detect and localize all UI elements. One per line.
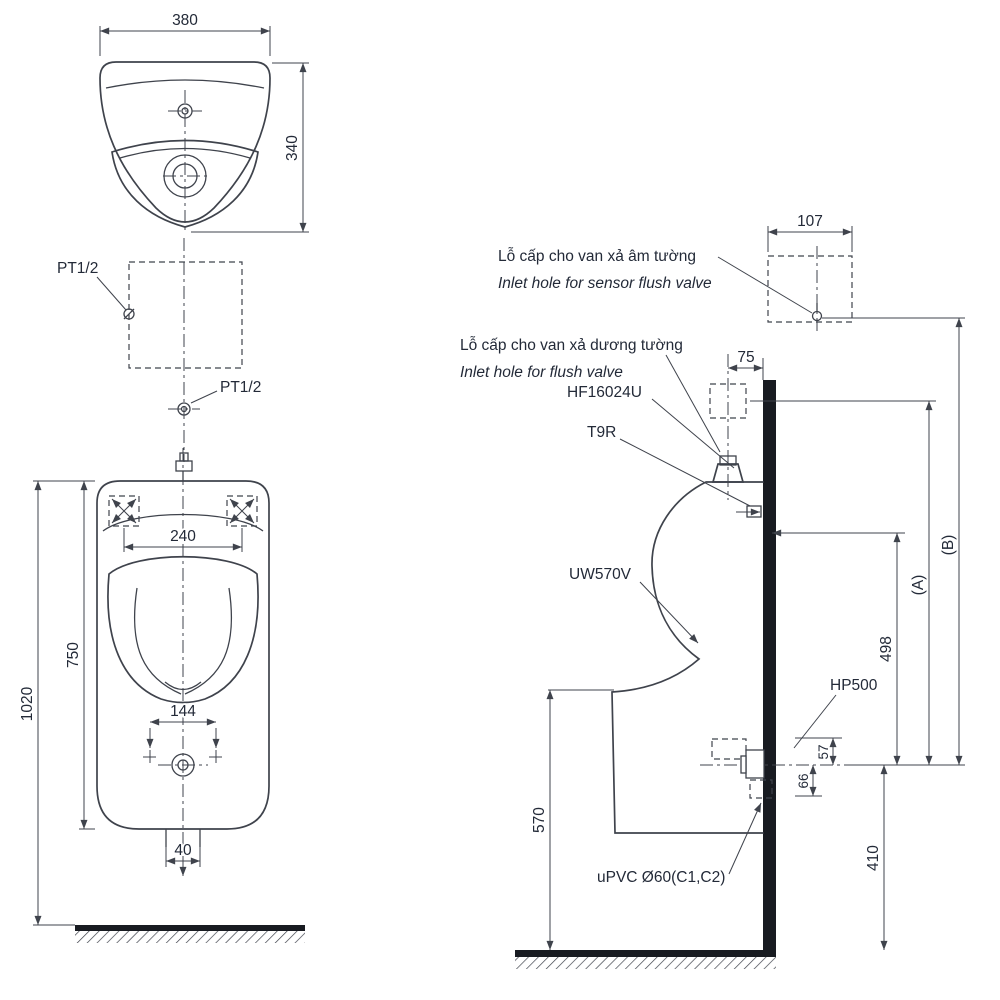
dim-410-label: 410 xyxy=(865,845,882,871)
dim-144-label: 144 xyxy=(170,703,196,720)
floor-right xyxy=(515,950,776,969)
dim-bolt-span-144: 144 xyxy=(146,701,220,748)
dim-570-label: 570 xyxy=(531,807,548,833)
fixing-holes xyxy=(143,750,223,764)
floor-left xyxy=(75,925,305,943)
drain-outlet-front xyxy=(158,753,208,777)
sensor-window-icon xyxy=(163,90,207,234)
floor-left-hatch xyxy=(75,931,305,943)
top-view: 380 340 xyxy=(99,10,309,234)
urinal-top-outline xyxy=(99,61,271,228)
sensor-note-en: Inlet hole for sensor flush valve xyxy=(498,275,712,292)
dim-b: (B) xyxy=(938,318,963,765)
dim-380-label: 380 xyxy=(172,12,198,29)
flush-valve-zone: Lỗ cấp cho van xả dương tường Inlet hole… xyxy=(458,335,764,508)
valve-hole-box xyxy=(709,383,747,419)
dim-outlet-height-410: 410 xyxy=(863,765,888,950)
trap-model-label: HP500 xyxy=(830,677,878,694)
spud-side xyxy=(711,463,745,483)
dim-total-height-1020: 1020 xyxy=(17,480,95,926)
product-model-label: UW570V xyxy=(569,566,632,583)
dim-trap-drop-66: 66 xyxy=(794,765,817,796)
dim-depth-340: 340 xyxy=(191,62,309,233)
extension-lines xyxy=(548,317,965,797)
hanger-bracket-left xyxy=(108,495,140,527)
hanger-bracket-right xyxy=(226,495,258,527)
spud-model-label: T9R xyxy=(587,424,616,441)
dim-66-label: 66 xyxy=(796,773,811,788)
dim-340-label: 340 xyxy=(284,135,301,161)
urinal-front-outline xyxy=(96,480,270,830)
valve-model-label: HF16024U xyxy=(567,384,642,401)
dim-spud-height-498: 498 xyxy=(876,533,901,765)
side-view: 107 Lỗ cấp cho van xả âm tường Inlet hol… xyxy=(458,211,965,950)
urinal-side-profile: UW570V xyxy=(567,455,764,834)
dim-front-height-570: 570 xyxy=(529,690,554,950)
pt-label-top: PT1/2 xyxy=(57,260,98,277)
flush-note-en: Inlet hole for flush valve xyxy=(460,364,623,381)
flush-note-vi: Lỗ cấp cho van xả dương tường xyxy=(460,337,683,354)
dim-b-label: (B) xyxy=(940,535,957,556)
dim-body-height-750: 750 xyxy=(63,481,95,830)
top-spud-fitting xyxy=(175,452,193,481)
pt-label-mid: PT1/2 xyxy=(220,379,261,396)
sensor-inlet-zone: 107 Lỗ cấp cho van xả âm tường Inlet hol… xyxy=(496,211,853,334)
dim-240-label: 240 xyxy=(170,528,196,545)
bottom-outlet: 40 xyxy=(165,829,201,867)
pipe-note-label: uPVC Ø60(C1,C2) xyxy=(597,869,725,886)
dim-107-label: 107 xyxy=(797,213,823,230)
sensor-inlet-point xyxy=(811,310,823,322)
trap-assembly: HP500 uPVC Ø60(C1,C2) xyxy=(595,675,879,888)
floor-left-line xyxy=(75,925,305,931)
concealed-supply-box xyxy=(128,261,243,369)
dim-57-label: 57 xyxy=(816,744,831,759)
floor-right-hatch xyxy=(515,957,776,969)
dim-498-label: 498 xyxy=(878,636,895,662)
dim-a-label: (A) xyxy=(910,575,927,596)
sensor-box xyxy=(767,255,853,323)
sensor-note-vi: Lỗ cấp cho van xả âm tường xyxy=(498,248,696,265)
bowl-front xyxy=(107,556,259,704)
wall xyxy=(763,380,776,957)
front-view: 240 750 1020 144 xyxy=(17,448,270,926)
dim-a: (A) xyxy=(908,401,933,765)
dim-40-label: 40 xyxy=(174,842,192,859)
pt-fitting-mid xyxy=(168,402,200,416)
floor-right-line xyxy=(515,950,776,957)
dim-1020-label: 1020 xyxy=(19,686,36,721)
dim-750-label: 750 xyxy=(65,642,82,668)
dim-outlet-offset-57: 57 xyxy=(814,738,837,765)
dim-hanger-span-240: 240 xyxy=(123,526,243,552)
dim-75-label: 75 xyxy=(737,349,754,366)
pt-fitting-top xyxy=(123,308,135,320)
supply-fittings: PT1/2 PT1/2 xyxy=(55,238,263,462)
dim-width-380: 380 xyxy=(99,10,271,56)
